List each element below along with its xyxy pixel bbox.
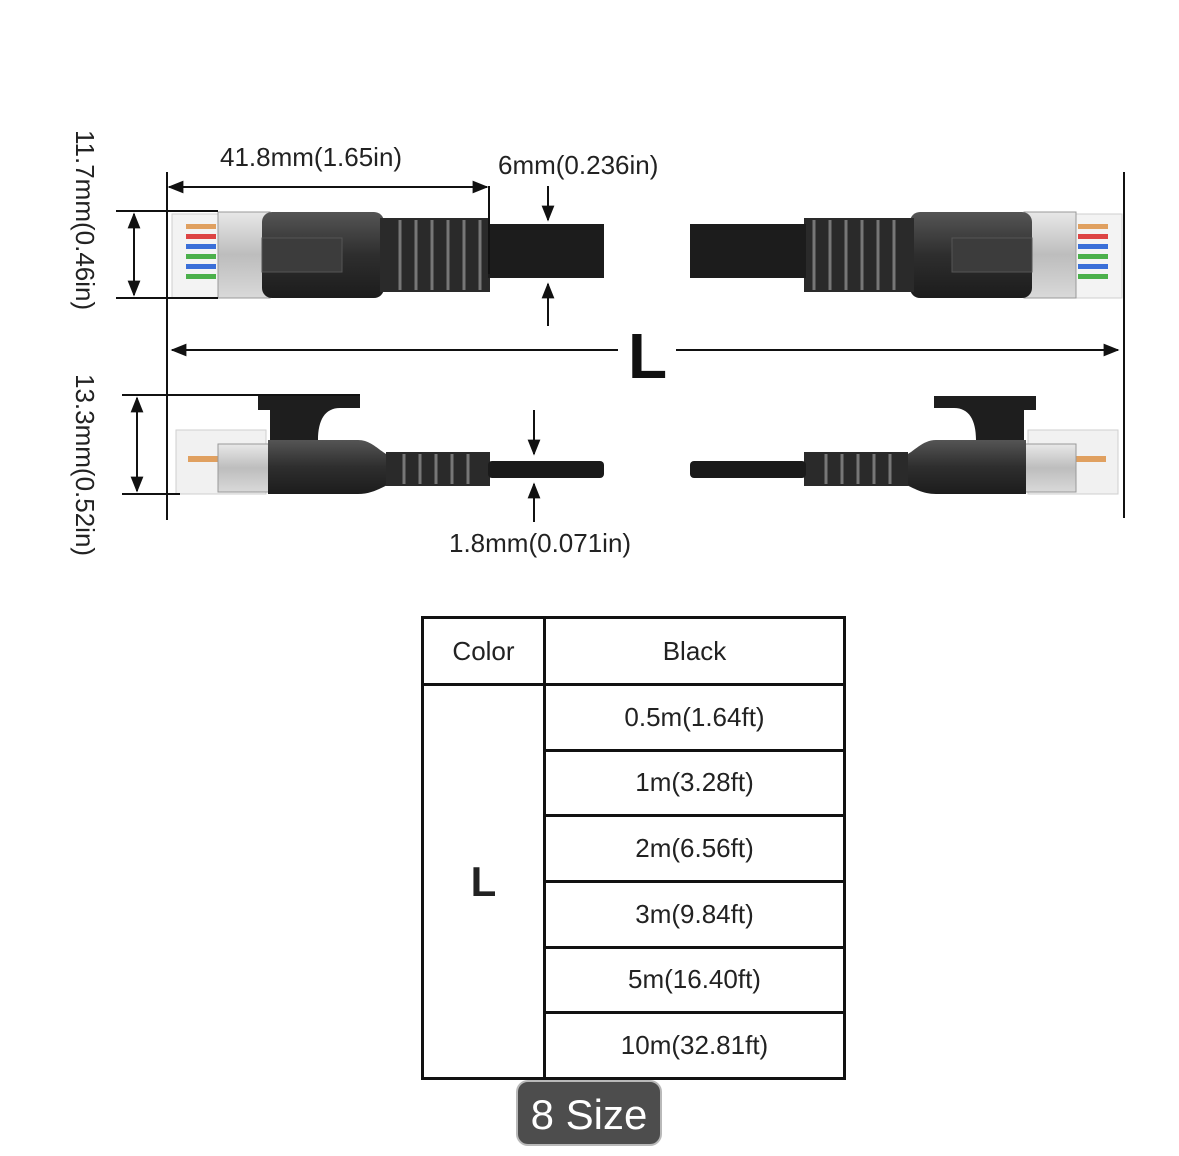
left-plug-side: [175, 396, 604, 495]
table-row: L 0.5m(1.64ft): [421, 683, 846, 1080]
cable-dimension-diagram: 41.8mm(1.65in) 6mm(0.236in) 11.7mm(0.46i…: [70, 130, 1125, 558]
round-thickness-label: 1.8mm(0.071in): [449, 528, 631, 558]
dimension-lines: [116, 172, 1125, 522]
table-header-row: Color Black: [421, 616, 846, 686]
size-cell: 2m(6.56ft): [543, 814, 846, 883]
flat-cable-top-view: [171, 211, 1123, 299]
color-value-cell: Black: [543, 616, 846, 686]
color-header-cell: Color: [421, 616, 546, 686]
table-row: 2m(6.56ft): [423, 814, 846, 883]
flat-thickness-label: 6mm(0.236in): [498, 150, 658, 180]
table-row: 10m(32.81ft): [423, 1011, 846, 1080]
table-row: 5m(16.40ft): [423, 945, 846, 1015]
plug-length-label: 41.8mm(1.65in): [220, 142, 402, 172]
size-cell: 5m(16.40ft): [543, 945, 846, 1015]
wire-colors-left: [186, 224, 216, 279]
size-count-badge[interactable]: 8 Size: [516, 1080, 662, 1146]
length-label-cell: L: [421, 683, 546, 1080]
size-table: Color Black L 0.5m(1.64ft) 1m(3.28ft) 2m…: [421, 616, 846, 1080]
left-plug-top: [171, 211, 604, 299]
round-cable-side-view: [175, 396, 1119, 495]
size-cell: 1m(3.28ft): [543, 748, 846, 818]
size-cell: 3m(9.84ft): [543, 879, 846, 949]
plug-height-label: 11.7mm(0.46in): [70, 130, 100, 310]
right-plug-side: [690, 396, 1119, 495]
size-cell: 0.5m(1.64ft): [543, 683, 846, 752]
size-cell: 10m(32.81ft): [543, 1011, 846, 1080]
cable-length-symbol: L: [628, 320, 667, 392]
table-row: 3m(9.84ft): [423, 879, 846, 949]
hook-height-label: 13.3mm(0.52in): [70, 374, 100, 556]
table-row: 1m(3.28ft): [423, 748, 846, 818]
right-plug-top: [690, 211, 1123, 299]
